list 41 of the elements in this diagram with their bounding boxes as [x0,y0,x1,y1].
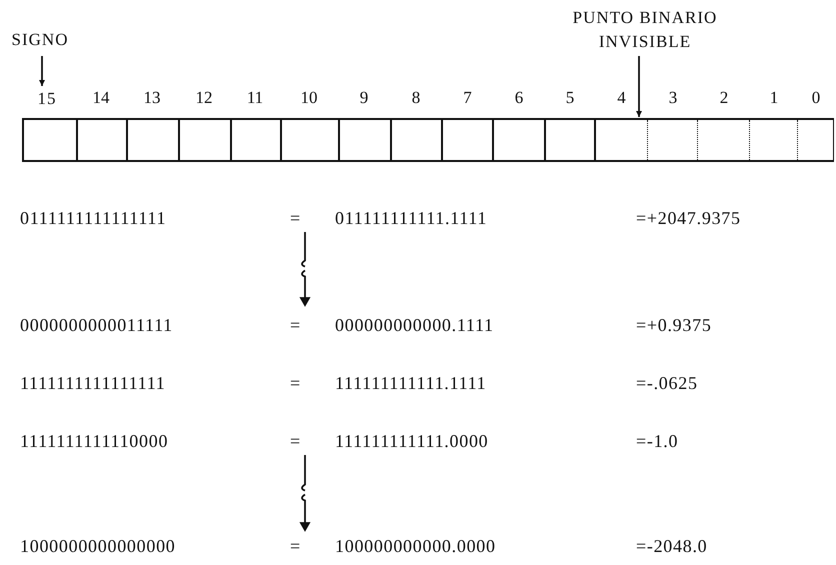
binary-value: =+2047.9375 [636,207,741,230]
bit-number: 14 [92,87,110,109]
equals-sign: = [290,535,301,558]
bit-number: 0 [810,87,822,109]
annotation-text: SIGNO [0,28,80,52]
leader-line [636,56,642,117]
bit-number: 1 [768,87,780,109]
binary-value: =+0.9375 [636,314,712,337]
binary-value: 1111111111110000 [20,430,168,453]
binary-value: 0000000000011111 [20,314,173,337]
annotation-text: 15 [29,87,65,111]
bit-number: 13 [142,87,162,109]
bit-number: 7 [462,87,473,109]
binary-value: 100000000000.0000 [335,535,496,558]
bit-number: 6 [514,87,524,109]
bit-number: 11 [246,87,264,109]
binary-value: =-.0625 [636,372,698,395]
bit-number: 9 [358,87,370,109]
binary-value: 000000000000.1111 [335,314,494,337]
binary-value: 111111111111.0000 [335,430,488,453]
bit-number: 3 [668,87,678,109]
bit-number: 12 [194,87,214,109]
bit-number: 10 [300,87,318,109]
binary-value: =-2048.0 [636,535,708,558]
annotation-text: PUNTO BINARIO INVISIBLE [560,6,730,54]
bit-number: 8 [410,87,422,109]
bit-number: 5 [564,87,576,109]
binary-value: 0111111111111111 [20,207,166,230]
binary-value: 111111111111.1111 [335,372,486,395]
leader-line [39,56,45,86]
equals-sign: = [290,430,301,453]
binary-value: =-1.0 [636,430,678,453]
equals-sign: = [290,372,301,395]
binary-value: 011111111111.1111 [335,207,488,230]
binary-value: 1000000000000000 [20,535,176,558]
bit-number: 4 [616,87,627,109]
equals-sign: = [290,207,301,230]
bit-number: 2 [718,87,730,109]
register [22,118,834,162]
equals-sign: = [290,314,301,337]
binary-value: 1111111111111111 [20,372,166,395]
